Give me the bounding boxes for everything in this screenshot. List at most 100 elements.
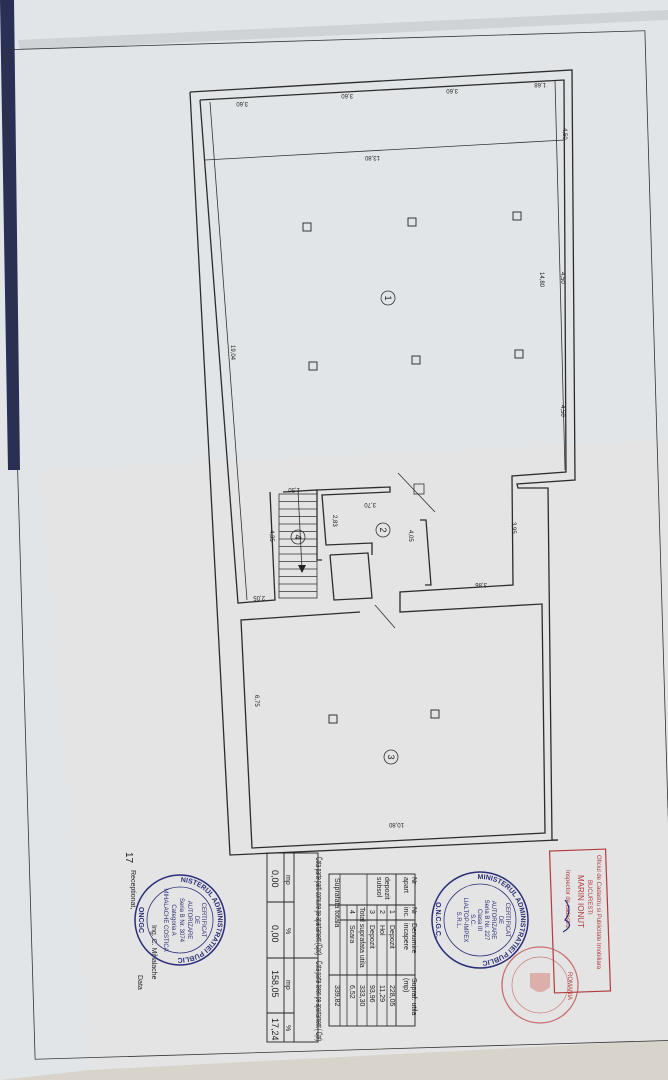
svg-text:Suprafata totala: Suprafata totala [333,878,340,928]
svg-text:3,60: 3,60 [446,87,458,93]
svg-text:6,75: 6,75 [253,695,259,707]
table-row-total: Suprafata totala 339,82 [333,878,340,1007]
svg-text:Oficiul de Cadastru si Publici: Oficiul de Cadastru si Publicitate Imobi… [595,855,601,970]
svg-text:4,50: 4,50 [559,405,565,417]
header-suprafata: Supraf. utila(mp) [402,978,417,1015]
table-row: 4 Scara 6,52 [348,910,355,999]
svg-text:%: % [284,928,291,934]
svg-text:10,80: 10,80 [388,821,404,827]
svg-text:11,29: 11,29 [378,985,385,1002]
svg-text:2,83: 2,83 [331,515,337,527]
svg-text:3: 3 [386,754,396,759]
room-number-2: 2 [375,522,391,538]
svg-text:Scara: Scara [348,925,355,943]
cadastre-office-stamp: Oficiul de Cadastru si Publicitate Imobi… [548,848,612,994]
svg-text:MARIN IONUT: MARIN IONUT [576,875,585,928]
svg-text:CERTIFICAT: CERTIFICAT [504,903,510,938]
svg-text:Depozit: Depozit [368,925,375,949]
pillars [302,211,524,724]
date-label: Data [136,975,143,990]
svg-text:Seria B Nr. 3074: Seria B Nr. 3074 [178,898,184,943]
svg-text:3,60: 3,60 [236,100,248,106]
svg-text:LIALTOP-IMPEX: LIALTOP-IMPEX [462,898,468,943]
svg-text:3,95: 3,95 [510,522,516,534]
table-row: 2 Hol 11,29 [378,910,385,1002]
apartment-label: depozitsubsol [375,877,390,900]
svg-text:1: 1 [388,910,395,914]
sheet-border [4,30,668,1060]
svg-text:S.R.L.: S.R.L. [455,912,461,929]
svg-text:4,35: 4,35 [268,530,274,542]
svg-text:2,05: 2,05 [253,594,265,600]
stair-direction-arrow-icon [298,565,306,573]
svg-text:4,50: 4,50 [561,128,567,140]
paper-lower-fold [40,440,668,1070]
land-share-header: Cota parte teren pe apartament ( Cpt) [314,961,324,1041]
land-pct-value: 17,24 [270,1018,280,1041]
land-mp-value: 158,05 [270,970,280,998]
svg-text:4,05: 4,05 [407,530,413,542]
svg-text:DE: DE [497,916,503,924]
svg-text:CERTIFICAT: CERTIFICAT [200,903,206,938]
svg-text:Depozit: Depozit [388,925,395,949]
svg-text:3,70: 3,70 [364,501,376,507]
svg-text:339,82: 339,82 [333,985,340,1007]
signature [562,899,571,933]
svg-text:%: % [284,1025,291,1031]
svg-text:93,96: 93,96 [368,985,375,1003]
header-nr-inc: Nrinc. [402,907,417,918]
svg-text:1,50: 1,50 [288,486,300,492]
building-walls [189,69,576,856]
svg-text:3: 3 [368,910,375,914]
svg-text:Total suprafata utila: Total suprafata utila [358,907,365,968]
engineer-label: Ing. C. Mihalache [150,925,157,980]
svg-text:2: 2 [378,910,385,914]
svg-text:DE: DE [193,916,199,924]
common-share-header: Cota parte parti comune pe apartament (C… [314,857,324,955]
svg-text:3,86: 3,86 [475,581,487,587]
svg-text:14,80: 14,80 [538,272,544,288]
svg-text:S.C.: S.C. [469,914,475,926]
svg-text:4: 4 [348,910,355,914]
svg-text:Hol: Hol [378,925,385,936]
common-mp-value: 0,00 [270,870,280,888]
svg-text:BUCURESTI: BUCURESTI [586,880,592,915]
svg-text:Clasa III: Clasa III [476,909,482,931]
svg-text:Seria B Nr. 227: Seria B Nr. 227 [483,900,489,941]
svg-text:4,50: 4,50 [559,272,565,284]
table-row: 1 Depozit 228,05 [388,910,395,1007]
svg-text:ONCGC: ONCGC [137,907,144,933]
binder-edge [0,0,20,470]
svg-text:2: 2 [378,527,388,532]
svg-text:228,05: 228,05 [388,985,395,1007]
svg-text:3,60: 3,60 [341,92,353,98]
room-number-4: 4 [290,529,306,545]
svg-text:1,68: 1,68 [534,81,546,87]
svg-text:Categoria A: Categoria A [170,904,176,935]
room-number-3: 3 [383,749,399,765]
svg-text:Inspector de cadastru: Inspector de cadastru [564,870,570,928]
svg-text:mp: mp [284,980,291,990]
header-denumire: Denumireincapere [402,923,417,953]
room-number-1: 1 [380,290,396,306]
share-table: Cota parte parti comune pe apartament (C… [266,852,324,1043]
red-round-seal: ROMANIA [501,946,579,1024]
svg-text:ROMANIA: ROMANIA [566,972,572,1000]
svg-text:AUTORIZARE: AUTORIZARE [490,901,496,940]
svg-text:13,80: 13,80 [364,154,380,160]
svg-text:1: 1 [383,295,393,300]
paper-top-shadow [18,10,668,50]
handwritten-page-number: 17 [123,852,134,864]
inventory-table: Nrapart Nrinc. Denumireincapere Supraf. … [328,873,417,1027]
svg-text:AUTORIZARE: AUTORIZARE [186,901,192,940]
coat-of-arms-icon [530,973,550,992]
svg-text:19,04: 19,04 [229,345,235,361]
svg-text:mp: mp [284,875,291,885]
dimension-labels: 3,60 3,60 3,60 1,68 4,50 4,50 4,50 13,80… [229,81,567,827]
svg-text:6,52: 6,52 [348,985,355,999]
common-pct-value: 0,00 [270,925,280,943]
staircase [278,489,318,599]
received-label: Receptionat, [129,870,136,909]
